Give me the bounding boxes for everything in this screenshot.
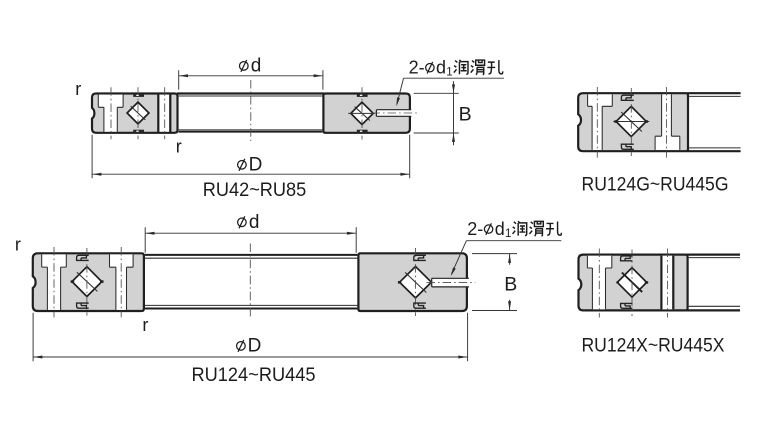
svg-text:RU42~RU85: RU42~RU85	[203, 180, 307, 201]
svg-text:RU124G~RU445G: RU124G~RU445G	[582, 175, 729, 196]
svg-text:r: r	[15, 234, 21, 254]
svg-text:r: r	[176, 137, 182, 157]
svg-text:r: r	[142, 315, 148, 335]
svg-text:1: 1	[505, 228, 511, 240]
svg-text:d: d	[251, 56, 262, 77]
svg-text:d: d	[495, 219, 505, 239]
svg-text:d: d	[436, 58, 446, 78]
svg-text:2-: 2-	[467, 219, 483, 239]
svg-text:2-: 2-	[409, 58, 425, 78]
svg-text:RU124~RU445: RU124~RU445	[192, 365, 316, 386]
svg-text:B: B	[459, 104, 472, 126]
svg-text:D: D	[248, 336, 262, 357]
svg-text:B: B	[504, 273, 517, 295]
svg-text:D: D	[249, 154, 263, 175]
svg-text:RU124X~RU445X: RU124X~RU445X	[582, 336, 725, 357]
svg-text:1: 1	[446, 67, 452, 79]
svg-text:d: d	[249, 212, 260, 233]
svg-text:r: r	[75, 79, 81, 99]
